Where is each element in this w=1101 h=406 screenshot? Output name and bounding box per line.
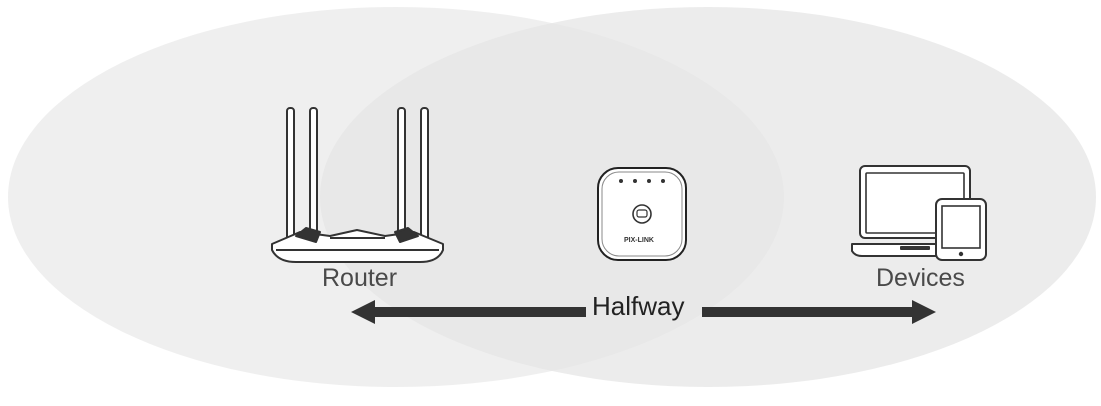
- wps-button-icon: [632, 204, 652, 224]
- tablet-icon: [935, 198, 987, 261]
- extender-coverage-area: [320, 7, 1096, 387]
- devices-label: Devices: [876, 264, 965, 292]
- double-arrow-icon: [351, 300, 936, 324]
- halfway-label: Halfway: [592, 291, 685, 321]
- router-label: Router: [322, 264, 398, 292]
- router-icon: [271, 107, 444, 263]
- extender-brand-label: PIX-LINK: [624, 237, 654, 244]
- extender-icon: PIX-LINK: [597, 167, 687, 261]
